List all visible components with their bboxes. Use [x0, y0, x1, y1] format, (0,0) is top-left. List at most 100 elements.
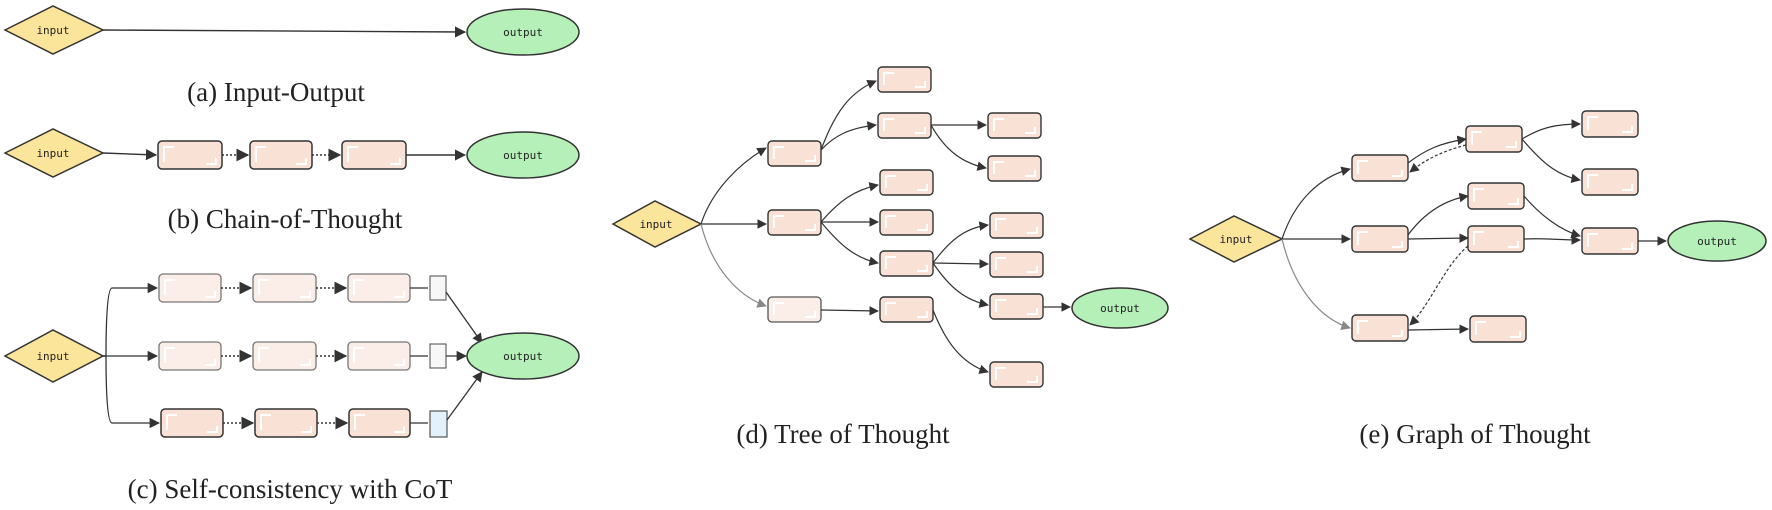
edge-pruned: [700, 223, 767, 308]
thought-node: [1581, 227, 1639, 255]
edge: [1407, 233, 1469, 243]
edge: [103, 282, 159, 357]
answer-box: [429, 343, 447, 369]
output-node: [466, 131, 580, 179]
node-highlight: [164, 279, 175, 295]
panel-self-consistency: input output (c) Self-consistency: [3, 273, 580, 504]
node-highlight: [353, 279, 364, 295]
output-node: [466, 8, 580, 56]
node-highlight: [301, 426, 312, 433]
node-highlight: [773, 146, 784, 159]
node-highlight: [917, 265, 928, 272]
node-highlight: [773, 302, 784, 315]
edge: [930, 124, 987, 171]
edge: [1523, 195, 1581, 239]
output-node: [466, 332, 580, 380]
node-highlight: [394, 426, 405, 433]
node-highlight: [917, 224, 928, 231]
node-highlight: [1027, 308, 1038, 315]
node-highlight: [1025, 127, 1036, 134]
edge: [102, 149, 158, 161]
thought-node: [989, 212, 1044, 239]
caption-e: (e) Graph of Thought: [1359, 419, 1591, 449]
node-highlight: [1622, 126, 1633, 133]
caption-d: (d) Tree of Thought: [736, 419, 950, 449]
edge: [820, 182, 879, 223]
input-label: input: [36, 350, 69, 363]
node-highlight: [1508, 198, 1519, 205]
node-highlight: [995, 218, 1006, 231]
edge: [820, 221, 879, 266]
edge: [700, 147, 767, 225]
node-highlight: [915, 127, 926, 134]
output-node: [1071, 287, 1169, 329]
thought-node: [987, 155, 1042, 182]
thought-node: [1581, 110, 1639, 138]
edge: [932, 259, 989, 269]
thought-node: [767, 140, 822, 167]
node-highlight: [166, 414, 177, 430]
node-highlight: [1475, 321, 1486, 335]
node-highlight: [296, 158, 307, 165]
node-highlight: [207, 426, 218, 433]
node-highlight: [1587, 174, 1598, 188]
edge: [1407, 192, 1469, 236]
node-highlight: [206, 158, 217, 165]
node-highlight: [390, 158, 401, 165]
node-highlight: [805, 155, 816, 162]
thought-node: [1467, 225, 1525, 253]
thought-node: [877, 112, 932, 139]
edge: [820, 306, 879, 316]
node-highlight: [995, 299, 1006, 312]
node-highlight: [1027, 376, 1038, 383]
answer-box-selected: [429, 410, 448, 438]
node-highlight: [258, 347, 269, 363]
node-highlight: [205, 291, 216, 298]
thought-node: [989, 361, 1044, 388]
node-highlight: [1473, 231, 1484, 245]
node-highlight: [917, 311, 928, 318]
node-highlight: [883, 72, 894, 85]
edge: [1521, 119, 1581, 140]
node-highlight: [1027, 227, 1038, 234]
node-highlight: [1027, 266, 1038, 273]
caption-a: (a) Input-Output: [187, 77, 365, 107]
thought-node: [1465, 125, 1523, 153]
node-highlight: [883, 118, 894, 131]
thought-node: [879, 250, 934, 277]
node-highlight: [1473, 188, 1484, 202]
node-highlight: [1392, 241, 1403, 248]
edge-refine: [1409, 144, 1467, 173]
node-highlight: [885, 175, 896, 188]
thought-node: [767, 209, 822, 236]
node-highlight: [1392, 330, 1403, 337]
edge: [446, 371, 483, 421]
node-highlight: [995, 367, 1006, 380]
node-highlight: [300, 291, 311, 298]
output-label: output: [1100, 302, 1140, 315]
node-highlight: [258, 279, 269, 295]
thought-node: [879, 169, 934, 196]
thought-node: [879, 296, 934, 323]
node-highlight: [1357, 320, 1368, 334]
node-highlight: [773, 215, 784, 228]
thought-node: [1469, 315, 1527, 343]
edge: [445, 291, 483, 344]
input-label: input: [36, 24, 69, 37]
node-highlight: [993, 118, 1004, 131]
node-highlight: [1587, 233, 1598, 247]
node-highlight: [993, 161, 1004, 174]
node-highlight: [163, 146, 174, 162]
edge: [1281, 166, 1351, 240]
thought-node: [1467, 182, 1525, 210]
node-highlight: [260, 414, 271, 430]
node-highlight: [1510, 331, 1521, 338]
node-highlight: [394, 359, 405, 366]
input-label: input: [1219, 233, 1252, 246]
node-highlight: [805, 311, 816, 318]
output-label: output: [503, 350, 543, 363]
node-highlight: [805, 224, 816, 231]
node-highlight: [1506, 141, 1517, 148]
edge: [932, 309, 989, 374]
